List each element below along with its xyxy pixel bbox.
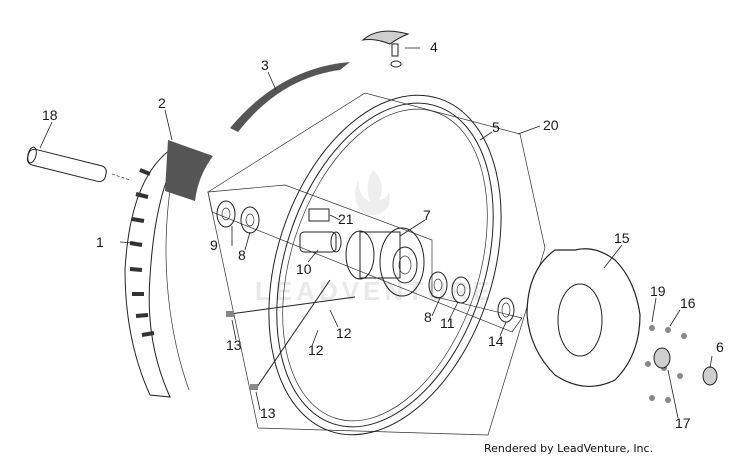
wheel-assembly-outline bbox=[207, 92, 546, 436]
callout-11: 11 bbox=[440, 315, 455, 331]
callout-labels: 1 2 3 4 5 6 7 8 8 9 10 11 12 12 13 13 14… bbox=[42, 39, 724, 431]
callout-1: 1 bbox=[96, 234, 104, 250]
watermark-text: LEADVENTURE bbox=[255, 276, 494, 306]
callout-13b: 13 bbox=[260, 405, 276, 421]
callout-4: 4 bbox=[430, 39, 438, 55]
watermark-logo: LEADVENTURE bbox=[255, 170, 494, 306]
callout-18: 18 bbox=[42, 107, 58, 123]
spokes bbox=[229, 279, 356, 391]
bearing-right-inner bbox=[428, 271, 448, 299]
leader-lines bbox=[39, 47, 713, 419]
brake-disc bbox=[526, 248, 641, 388]
hub-parts-panel bbox=[207, 184, 523, 333]
callout-15: 15 bbox=[614, 230, 630, 246]
callout-17: 17 bbox=[675, 415, 691, 431]
seal-ring bbox=[497, 297, 515, 323]
hub bbox=[345, 227, 425, 297]
label-tag bbox=[308, 208, 330, 222]
callout-8a: 8 bbox=[238, 247, 246, 263]
credit-text: Rendered by LeadVenture, Inc. bbox=[484, 442, 653, 455]
callout-6: 6 bbox=[716, 339, 724, 355]
bearing-left-inner bbox=[240, 206, 260, 234]
callout-8b: 8 bbox=[424, 309, 432, 325]
callout-20: 20 bbox=[543, 117, 559, 133]
callout-14: 14 bbox=[488, 333, 504, 349]
callout-3: 3 bbox=[261, 57, 269, 73]
axle-nut bbox=[702, 366, 718, 386]
callout-12b: 12 bbox=[308, 342, 324, 358]
spacer-bushing bbox=[653, 347, 671, 369]
rim-band bbox=[165, 140, 213, 201]
rim bbox=[268, 94, 502, 436]
callout-5: 5 bbox=[492, 119, 500, 135]
callout-10: 10 bbox=[296, 261, 312, 277]
bearing-right-outer bbox=[451, 276, 471, 304]
spacer bbox=[299, 231, 342, 253]
callout-12a: 12 bbox=[336, 325, 352, 341]
spoke-nipples bbox=[226, 311, 258, 390]
callout-21: 21 bbox=[338, 211, 354, 227]
bearing-left-outer bbox=[216, 200, 236, 228]
callout-19: 19 bbox=[650, 283, 666, 299]
callout-2: 2 bbox=[158, 95, 166, 111]
callout-9: 9 bbox=[210, 237, 218, 253]
callout-7: 7 bbox=[423, 207, 431, 223]
valve bbox=[361, 30, 410, 68]
tire bbox=[124, 149, 190, 398]
callout-13a: 13 bbox=[226, 337, 242, 353]
rim-strip bbox=[230, 62, 350, 132]
axle bbox=[26, 146, 131, 183]
callout-16: 16 bbox=[680, 295, 696, 311]
